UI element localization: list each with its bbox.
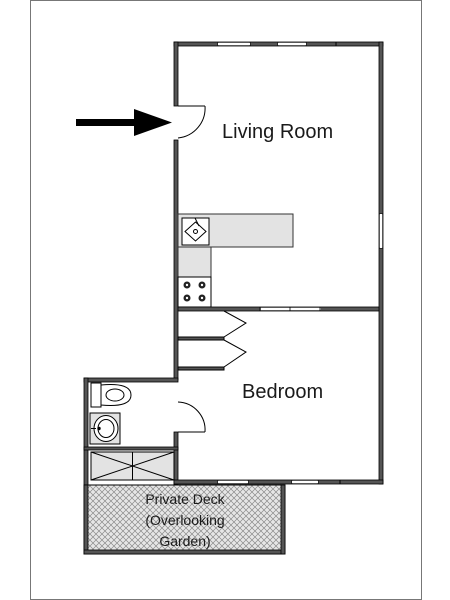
sink-icon — [181, 217, 210, 246]
kitchen — [177, 213, 294, 308]
stove-icon — [177, 276, 212, 308]
bathtub-icon — [90, 451, 175, 481]
deck-label-line3: Garden) — [159, 533, 210, 549]
arrow-icon — [76, 109, 172, 136]
bedroom-closet — [177, 310, 247, 371]
toilet-icon — [90, 382, 132, 408]
kitchen-lower-counter — [177, 246, 212, 278]
bathroom-door — [177, 401, 206, 433]
deck-label-line2: (Overlooking — [145, 512, 224, 528]
windows-right — [379, 213, 383, 249]
windows-bottom — [217, 480, 341, 484]
entrance-door — [177, 105, 206, 139]
washbasin-icon — [89, 412, 121, 445]
windows-top — [217, 42, 337, 46]
bathroom — [83, 377, 206, 486]
partition-wall — [177, 306, 380, 312]
living-room-label: Living Room — [222, 121, 333, 143]
deck-label-line1: Private Deck — [145, 491, 225, 507]
bedroom-label: Bedroom — [242, 381, 323, 403]
private-deck — [83, 484, 286, 555]
